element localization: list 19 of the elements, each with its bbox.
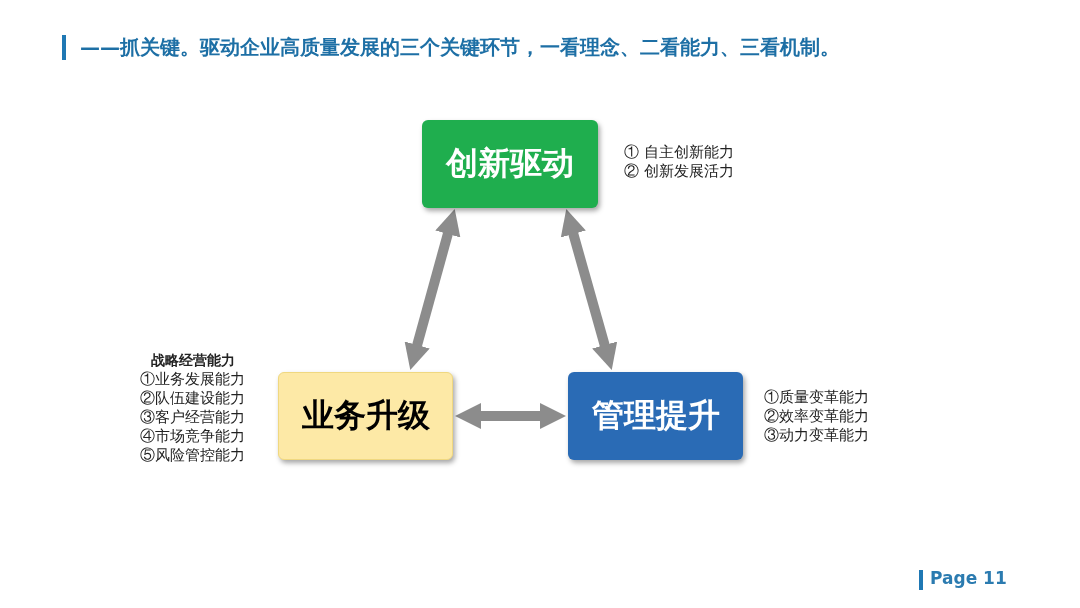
double-arrow [560,208,618,371]
list-item: ③客户经营能力 [140,408,245,427]
list-item: ①质量变革能力 [764,388,869,407]
list-item: ① 自主创新能力 [624,143,734,162]
page-number: Page 11 [930,568,1007,588]
process-box: 创新驱动 [422,120,598,208]
process-box: 业务升级 [278,372,453,460]
process-box: 管理提升 [568,372,743,460]
list-item: ③动力变革能力 [764,426,869,445]
double-arrow [404,208,461,371]
list-item: ② 创新发展活力 [624,162,734,181]
list-item: ②效率变革能力 [764,407,869,426]
list-item: ⑤风险管控能力 [140,446,245,465]
list-item: ④市场竞争能力 [140,427,245,446]
title: ——抓关键。驱动企业高质量发展的三个关键环节，一看理念、二看能力、三看机制。 [80,34,840,61]
list-item: ②队伍建设能力 [140,389,245,408]
double-arrow [455,403,566,429]
list-item: ①业务发展能力 [140,370,245,389]
list-heading: 战略经营能力 [149,351,236,370]
